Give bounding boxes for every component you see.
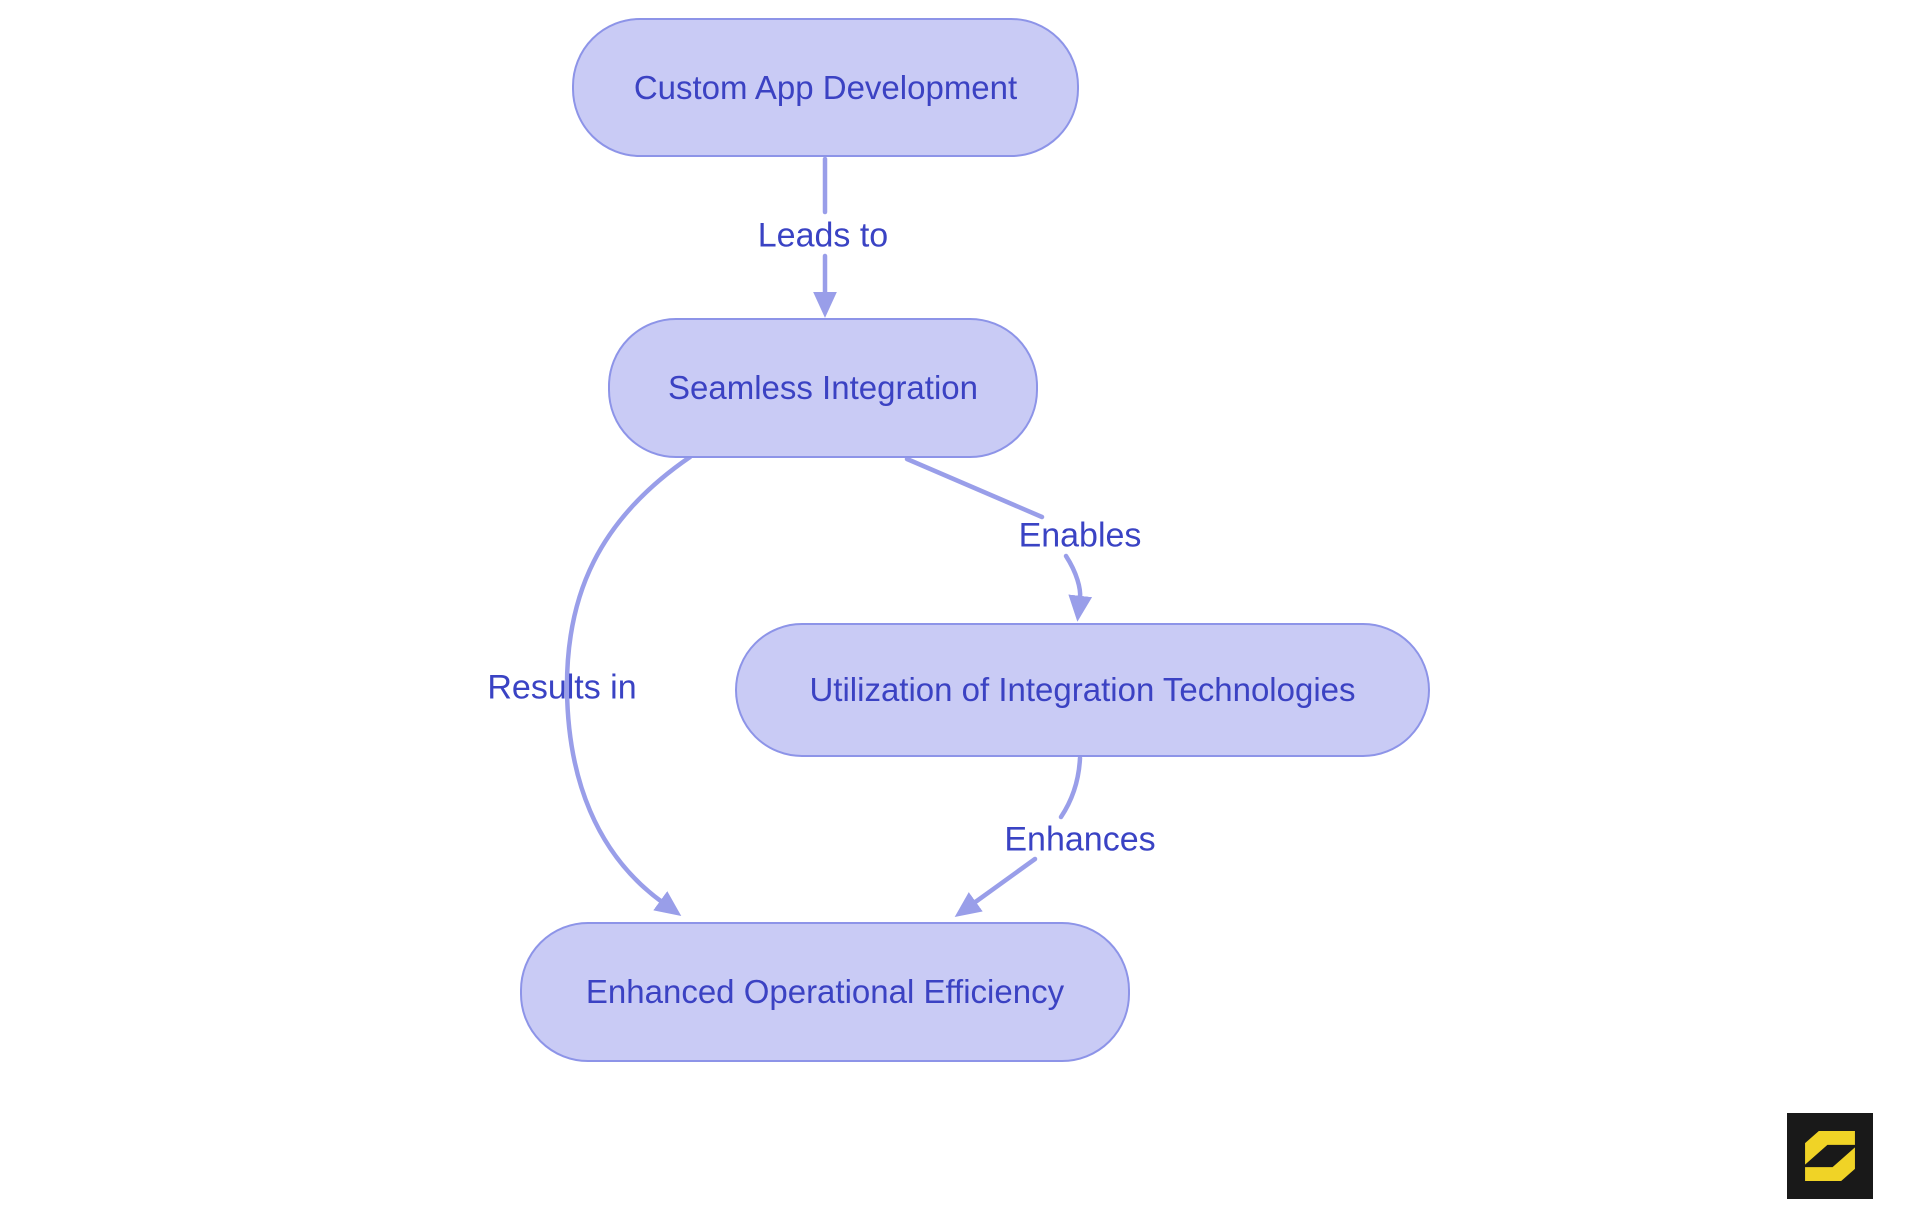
node-label: Seamless Integration — [667, 369, 978, 406]
node-custom-app-development: Custom App Development — [572, 18, 1079, 157]
edge-label-enables: Enables — [1018, 516, 1142, 555]
edge-line-enables-upper — [904, 456, 1045, 520]
node-label: Enhanced Operational Efficiency — [585, 973, 1065, 1010]
edge-label-enhances: Enhances — [1004, 820, 1156, 859]
node-label: Custom App Development — [633, 68, 1018, 106]
edge-label-leads-to: Leads to — [757, 216, 889, 255]
edge-label-results-in: Results in — [487, 668, 637, 707]
brand-logo — [1787, 1113, 1873, 1199]
node-seamless-integration: Seamless Integration — [608, 318, 1038, 458]
node-utilization-of-integration-technologies: Utilization of Integration Technologies — [735, 623, 1430, 757]
edge-line-enhances-lower — [954, 856, 1038, 917]
edge-line-results-in — [564, 454, 693, 917]
logo-s-icon — [1805, 1131, 1855, 1181]
node-enhanced-operational-efficiency: Enhanced Operational Efficiency — [520, 922, 1130, 1062]
node-label: Utilization of Integration Technologies — [809, 671, 1356, 708]
edge-line-enhances-upper — [1058, 755, 1083, 820]
edge-line-enables-lower — [1063, 553, 1093, 622]
